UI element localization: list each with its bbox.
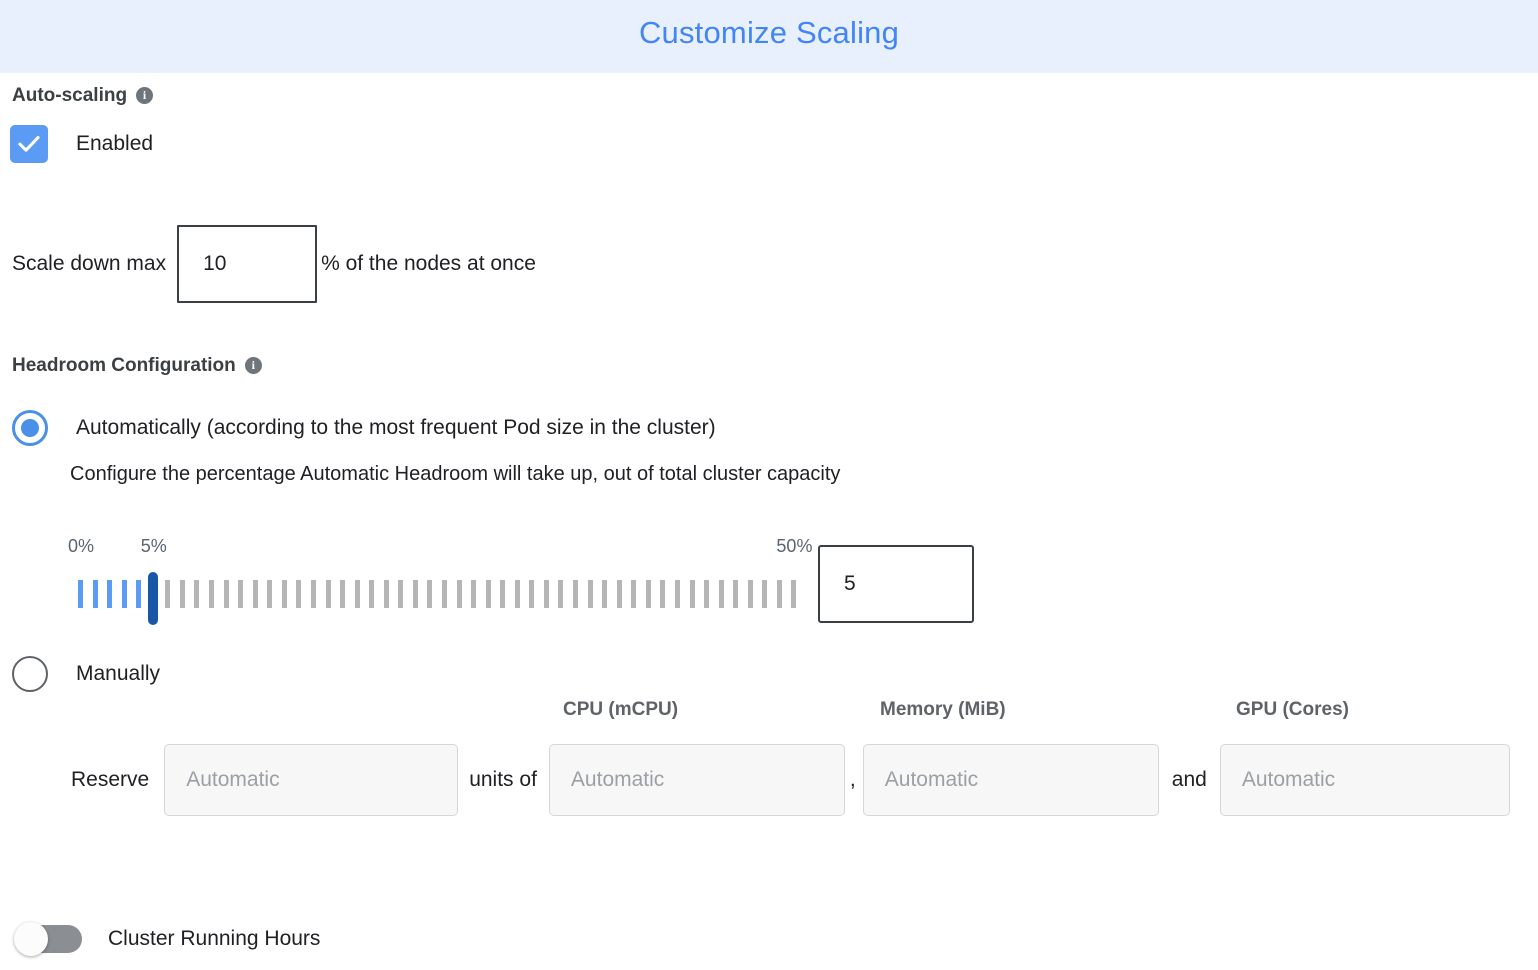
slider-tick — [107, 580, 113, 608]
auto-scaling-enabled-label: Enabled — [76, 132, 154, 155]
slider-tick — [456, 580, 462, 608]
slider-tick — [587, 580, 593, 608]
scale-down-max-input[interactable] — [177, 225, 318, 303]
scale-down-max-label: Scale down max — [12, 252, 167, 275]
slider-tick — [645, 580, 651, 608]
slider-tick — [718, 580, 724, 608]
slider-tick — [747, 580, 753, 608]
slider-tick — [442, 580, 447, 608]
slider-tick — [136, 580, 142, 608]
headroom-configuration-label: Headroom Configuration — [12, 355, 236, 376]
gpu-field-header: GPU (Cores) — [1236, 699, 1349, 720]
and-label: and — [1171, 768, 1207, 791]
slider-tick — [558, 580, 564, 608]
headroom-configuration-section: Headroom Configuration i — [12, 355, 262, 377]
slider-tick — [398, 580, 404, 608]
slider-tick — [427, 580, 433, 608]
slider-tick — [252, 580, 258, 608]
slider-tick-labels: 0% 5% 50% — [68, 536, 978, 562]
check-icon — [18, 136, 40, 152]
slider-tick — [354, 580, 360, 608]
slider-thumb[interactable] — [147, 572, 158, 625]
slider-tick — [310, 580, 316, 608]
dialog-header: Customize Scaling — [0, 0, 1538, 73]
slider-tick — [340, 580, 346, 608]
auto-scaling-section: Auto-scaling i — [12, 85, 154, 107]
slider-tick — [92, 580, 98, 608]
reserve-row: Reserve units of , and — [0, 744, 1510, 816]
slider-tick — [296, 580, 302, 608]
slider-tick — [383, 580, 389, 608]
scale-down-max-suffix: % of the nodes at once — [321, 252, 536, 275]
slider-tick — [791, 580, 797, 608]
slider-tick — [514, 580, 520, 608]
slider-tick — [121, 580, 127, 608]
units-of-label: units of — [469, 768, 537, 791]
info-icon[interactable]: i — [244, 356, 262, 374]
slider-tick — [281, 580, 287, 608]
headroom-radio-automatic[interactable] — [12, 410, 48, 446]
toggle-knob — [14, 922, 48, 956]
slider-tick — [238, 580, 244, 608]
headroom-option-manual-label: Manually — [76, 662, 161, 685]
slider-tick — [412, 580, 418, 608]
slider-tick — [267, 580, 273, 608]
page-title: Customize Scaling — [638, 14, 900, 50]
slider-tick — [78, 580, 83, 608]
reserve-gpu-input[interactable] — [1219, 744, 1510, 816]
slider-tick — [602, 580, 608, 608]
auto-scaling-enabled-checkbox[interactable] — [10, 125, 48, 163]
slider-min-label: 0% — [67, 536, 95, 556]
slider-tick — [500, 580, 506, 608]
headroom-radio-manual[interactable] — [12, 656, 48, 692]
slider-tick — [573, 580, 579, 608]
headroom-percentage-slider-group: 0% 5% 50% — [68, 536, 978, 636]
info-icon[interactable]: i — [136, 86, 154, 104]
headroom-percentage-slider[interactable] — [78, 572, 806, 625]
auto-scaling-enabled-row: Enabled — [10, 125, 153, 163]
slider-tick — [762, 580, 768, 608]
reserve-units-input[interactable] — [164, 744, 459, 816]
reserve-memory-input[interactable] — [862, 744, 1159, 816]
cpu-field-header: CPU (mCPU) — [563, 699, 679, 720]
slider-tick — [660, 580, 666, 608]
slider-tick — [674, 580, 680, 608]
slider-tick — [485, 580, 491, 608]
comma-separator: , — [849, 768, 856, 791]
reserve-cpu-input[interactable] — [548, 744, 845, 816]
reserve-label: Reserve — [71, 768, 150, 791]
slider-tick — [369, 580, 375, 608]
headroom-option-automatic-label: Automatically (according to the most fre… — [76, 416, 716, 439]
headroom-option-manual-row: Manually — [12, 656, 160, 692]
headroom-help-text: Configure the percentage Automatic Headr… — [70, 463, 841, 485]
slider-max-label: 50% — [776, 536, 813, 556]
slider-tick — [529, 580, 535, 608]
slider-tick — [179, 580, 185, 608]
auto-scaling-label: Auto-scaling — [12, 85, 128, 106]
slider-tick — [704, 580, 710, 608]
cluster-running-hours-toggle[interactable] — [14, 922, 82, 956]
slider-tick — [776, 580, 782, 608]
slider-tick — [223, 580, 229, 608]
slider-current-label: 5% — [140, 536, 167, 556]
headroom-option-automatic-row: Automatically (according to the most fre… — [12, 410, 716, 446]
slider-tick — [616, 580, 622, 608]
slider-tick — [733, 580, 739, 608]
slider-tick — [194, 580, 200, 608]
slider-tick — [471, 580, 477, 608]
slider-tick — [325, 580, 331, 608]
slider-tick — [543, 580, 549, 608]
slider-tick — [209, 580, 215, 608]
cluster-running-hours-row: Cluster Running Hours — [14, 922, 320, 956]
cluster-running-hours-label: Cluster Running Hours — [108, 927, 321, 950]
slider-tick — [165, 580, 171, 608]
scale-down-max-row: Scale down max % of the nodes at once — [12, 225, 536, 303]
memory-field-header: Memory (MiB) — [880, 699, 1006, 720]
slider-tick — [631, 580, 637, 608]
headroom-percentage-value-input[interactable] — [818, 545, 974, 623]
slider-tick — [689, 580, 695, 608]
